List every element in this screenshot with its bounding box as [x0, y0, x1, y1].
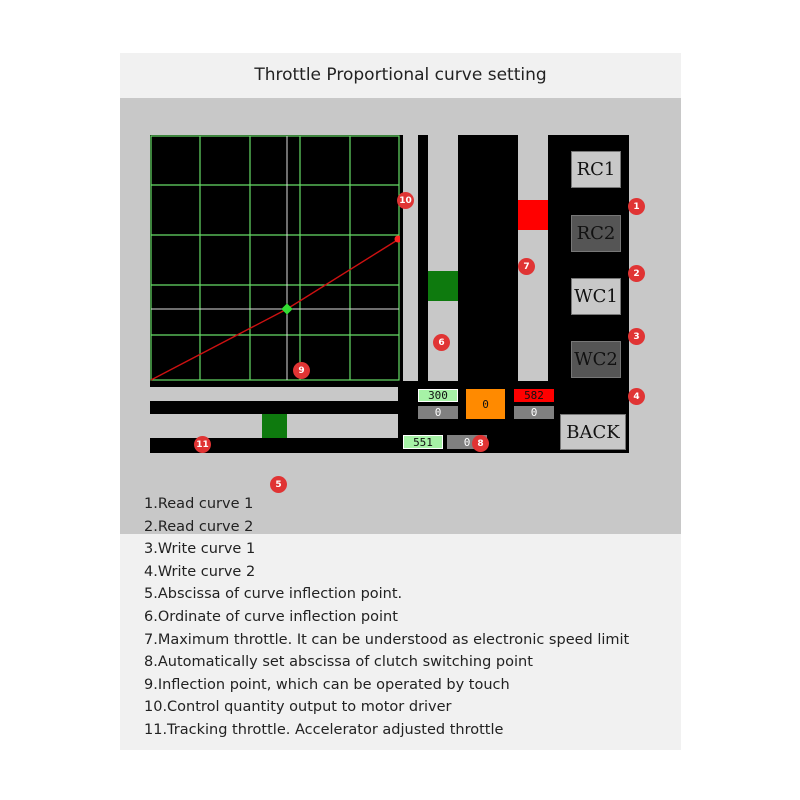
curve-graph[interactable]	[150, 135, 400, 381]
write-curve-1-button[interactable]: WC1	[571, 278, 621, 315]
tracking-throttle-bar	[150, 387, 398, 401]
callout-badge-4: 4	[628, 388, 645, 405]
legend-item-6: 6.Ordinate of curve inflection point	[144, 608, 398, 625]
max-throttle-sub-value: 0	[514, 406, 554, 419]
abscissa-slider-marker[interactable]	[262, 414, 287, 438]
legend-item-1: 1.Read curve 1	[144, 496, 254, 512]
back-button[interactable]: BACK	[560, 414, 626, 450]
ordinate-sub-value: 0	[418, 406, 458, 419]
instruction-card: Throttle Proportional curve setting	[120, 53, 681, 750]
control-output-bar	[403, 135, 418, 381]
max-throttle-marker[interactable]	[518, 200, 548, 230]
legend-item-10: 10.Control quantity output to motor driv…	[144, 699, 452, 716]
legend-item-8: 8.Automatically set abscissa of clutch s…	[144, 654, 533, 671]
callout-badge-6: 6	[433, 334, 450, 351]
legend-list: 1.Read curve 1 2.Read curve 2 3.Write cu…	[144, 493, 674, 742]
device-screen-frame: RC1 RC2 WC1 WC2 BACK 300 0 0 582 0 551 0…	[120, 98, 681, 534]
legend-item-2: 2.Read curve 2	[144, 518, 254, 535]
callout-badge-9: 9	[293, 362, 310, 379]
legend-item-9: 9.Inflection point, which can be operate…	[144, 676, 510, 693]
callout-badge-1: 1	[628, 198, 645, 215]
callout-badge-11: 11	[194, 436, 211, 453]
read-curve-1-button[interactable]: RC1	[571, 151, 621, 188]
legend-item-11: 11.Tracking throttle. Accelerator adjust…	[144, 721, 504, 738]
max-throttle-value: 582	[514, 389, 554, 402]
callout-badge-3: 3	[628, 328, 645, 345]
device-screen: RC1 RC2 WC1 WC2 BACK 300 0 0 582 0 551 0	[150, 135, 629, 453]
callout-badge-2: 2	[628, 265, 645, 282]
callout-badge-10: 10	[397, 192, 414, 209]
legend-item-3: 3.Write curve 1	[144, 541, 256, 558]
write-curve-2-button[interactable]: WC2	[571, 341, 621, 378]
curve-end-point	[394, 235, 400, 243]
callout-badge-8: 8	[472, 435, 489, 452]
ordinate-value: 300	[418, 389, 458, 402]
ordinate-slider-marker[interactable]	[428, 271, 458, 301]
callout-badge-5: 5	[270, 476, 287, 493]
inflection-point-handle[interactable]	[281, 303, 293, 315]
clutch-switch-abscissa-box: 0	[466, 389, 505, 419]
read-curve-2-button[interactable]: RC2	[571, 215, 621, 252]
legend-item-4: 4.Write curve 2	[144, 563, 256, 580]
legend-item-5: 5.Abscissa of curve inflection point.	[144, 586, 403, 603]
curve-graph-svg[interactable]	[150, 135, 400, 381]
page-title: Throttle Proportional curve setting	[254, 65, 547, 85]
legend-item-7: 7.Maximum throttle. It can be understood…	[144, 631, 630, 648]
callout-badge-7: 7	[518, 258, 535, 275]
abscissa-value: 551	[403, 435, 443, 449]
